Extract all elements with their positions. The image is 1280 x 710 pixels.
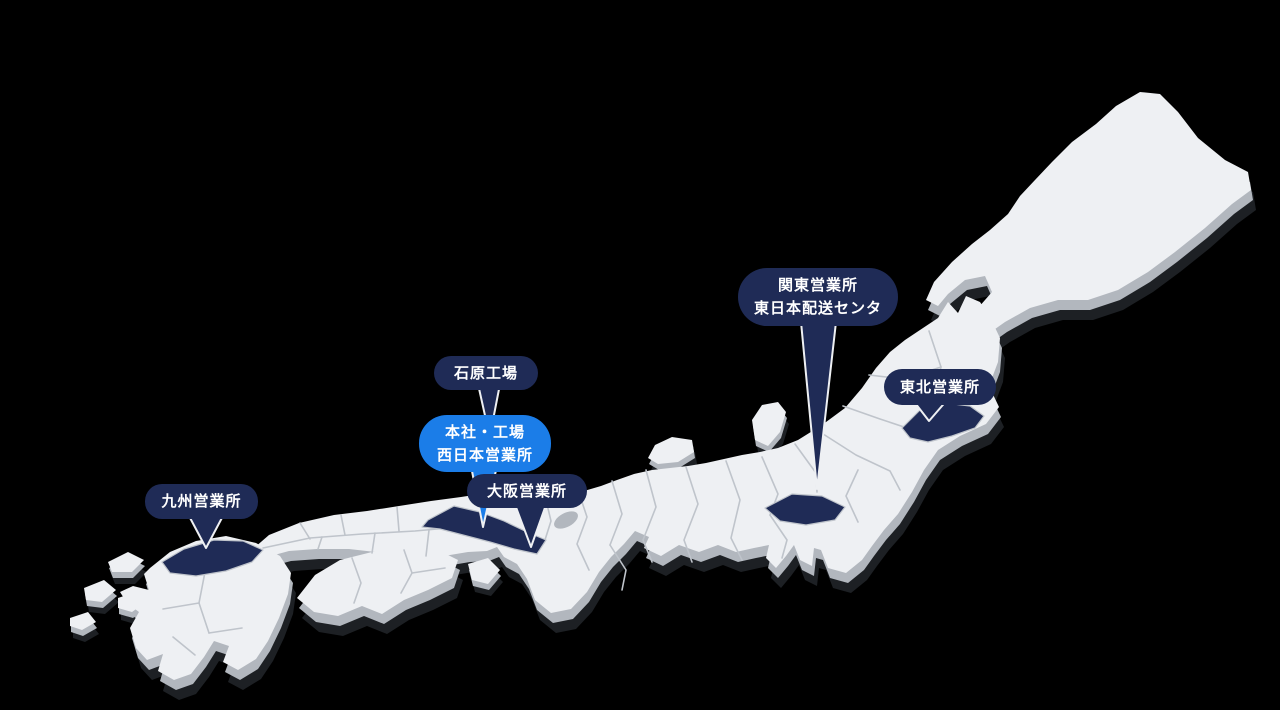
marker-label-line: 九州営業所 [161,493,242,510]
marker-kyushu-office[interactable]: 九州営業所 [145,484,258,519]
marker-label-line: 石原工場 [453,364,518,382]
marker-kanto-office[interactable]: 関東営業所 東日本配送センタ [738,268,898,326]
marker-label-line: 本社・工場 [444,423,525,441]
marker-headquarters[interactable]: 本社・工場 西日本営業所 [419,415,551,472]
marker-label-line: 西日本営業所 [436,446,533,464]
marker-osaka-office[interactable]: 大阪営業所 [467,474,587,508]
map-top-layer [70,92,1251,680]
lake-biwa [554,511,578,529]
marker-label-line: 関東営業所 [777,277,858,294]
marker-label-line: 大阪営業所 [486,482,567,500]
marker-label-line: 東日本配送センタ [753,300,882,317]
marker-ishihara-factory[interactable]: 石原工場 [434,356,538,390]
highlight-fukuoka [161,539,264,577]
highlight-saitama [764,493,846,526]
marker-label-line: 東北営業所 [899,378,980,396]
marker-tohoku-office[interactable]: 東北営業所 [884,369,996,405]
